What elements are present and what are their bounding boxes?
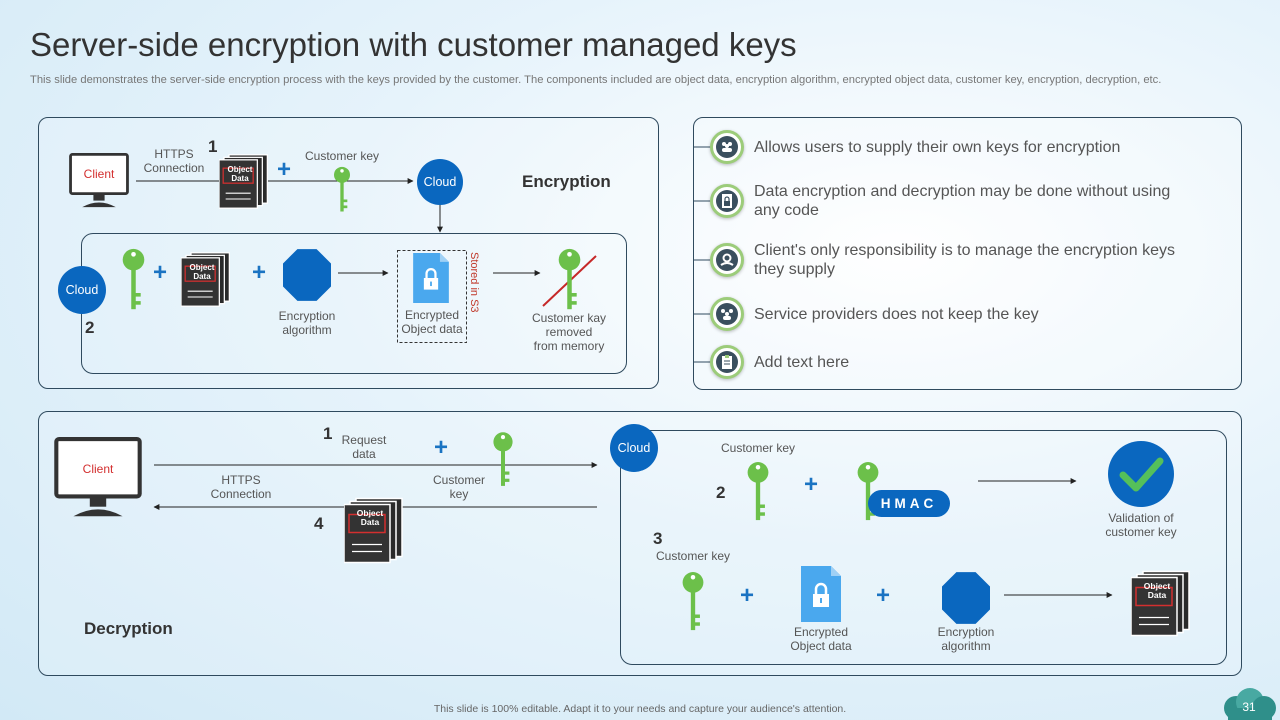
- bullet-item: Data encryption and decryption may be do…: [710, 183, 1190, 224]
- users-icon: [710, 130, 744, 164]
- dec-encrypted-doc-icon: [801, 566, 841, 622]
- bullet-item: Add text here: [710, 345, 1190, 379]
- dec-algorithm-octagon-icon: [942, 572, 990, 624]
- dec-object-data-out-label: Object Data: [1143, 581, 1171, 601]
- bullet-text: Service providers does not keep the key: [754, 306, 1039, 323]
- dec-object-data-label: Object Data: [356, 508, 384, 528]
- enc-step-2: 2: [85, 318, 95, 337]
- team-icon: [710, 297, 744, 331]
- footer-note: This slide is 100% editable. Adapt it to…: [433, 703, 847, 715]
- dec-plus-1: +: [434, 434, 449, 461]
- dec-algorithm-label: Encryption algorithm: [937, 625, 995, 654]
- dec-step-4: 4: [314, 514, 324, 533]
- enc-plus-3: +: [252, 259, 267, 286]
- enc-algorithm-label: Encryption algorithm: [278, 309, 336, 338]
- dec-step-1: 1: [323, 424, 333, 443]
- enc-https-label: HTTPS Connection: [143, 147, 205, 176]
- bullet-text: Client's only responsibility is to manag…: [754, 242, 1176, 279]
- enc-customer-key-label: Customer key: [305, 149, 380, 163]
- page-number: 31: [1242, 700, 1256, 714]
- dec-request-label: Request data: [341, 433, 387, 462]
- enc-cloud-top: Cloud: [417, 159, 463, 205]
- document-lock-icon: [710, 184, 744, 218]
- encryption-heading: Encryption: [522, 172, 611, 191]
- check-icon: [1108, 441, 1174, 507]
- dec-plus-4: +: [876, 582, 891, 609]
- bullet-text: Data encryption and decryption may be do…: [754, 183, 1171, 220]
- dec-object-data-out-stack-icon: [1131, 565, 1191, 642]
- dec-object-data-stack-icon: [344, 492, 404, 569]
- page-subtitle: This slide demonstrates the server-side …: [30, 74, 1162, 86]
- enc-key-removed-label: Customer kay removed from memory: [531, 311, 607, 354]
- dec-client-label: Client: [82, 462, 114, 476]
- bullet-text: Allows users to supply their own keys fo…: [754, 139, 1121, 156]
- enc-encrypted-doc-label: Encrypted Object data: [401, 308, 463, 337]
- benefits-panel: [693, 117, 1242, 390]
- enc-plus-2: +: [153, 259, 168, 286]
- dec-key-icon-4: [680, 571, 706, 632]
- bullet-text: Add text here: [754, 354, 850, 371]
- dec-plus-3: +: [740, 582, 755, 609]
- decryption-heading: Decryption: [84, 619, 173, 638]
- clipboard-icon: [710, 345, 744, 379]
- decryption-inner-box: [620, 430, 1227, 665]
- gear-hand-icon: [710, 243, 744, 277]
- bullet-item: Client's only responsibility is to manag…: [710, 242, 1190, 283]
- bullet-item: Service providers does not keep the key: [710, 297, 1190, 331]
- enc-cloud-left: Cloud: [58, 266, 106, 314]
- bullet-item: Allows users to supply their own keys fo…: [710, 130, 1190, 164]
- dec-key-icon-2: [745, 461, 771, 522]
- enc-object-data-label: Object Data: [227, 165, 253, 183]
- dec-encrypted-doc-label: Encrypted Object data: [790, 625, 852, 654]
- page-number-cloud-icon: [1224, 688, 1276, 720]
- dec-cloud: Cloud: [610, 424, 658, 472]
- dec-https-label: HTTPS Connection: [210, 473, 272, 502]
- dec-step-2: 2: [716, 483, 726, 502]
- dec-plus-2: +: [804, 471, 819, 498]
- dec-customer-key-top-label: Customer key: [721, 441, 796, 455]
- dec-step-3: 3: [653, 529, 663, 548]
- dec-validation-label: Validation of customer key: [1105, 511, 1177, 540]
- dec-customer-key-bottom-label: Customer key: [656, 549, 731, 563]
- dec-customer-key-left-label: Customer key: [432, 473, 485, 502]
- enc-object-data-label-2: Object Data: [189, 263, 215, 281]
- enc-stored-label: Stored in S3: [468, 252, 480, 313]
- dec-hmac-badge: HMAC: [868, 490, 950, 517]
- enc-encrypted-doc-frame: [397, 250, 467, 343]
- enc-plus-1: +: [277, 156, 292, 183]
- enc-step-1: 1: [208, 137, 218, 156]
- dec-client-monitor-icon: [52, 437, 144, 519]
- dec-key-icon-1: [491, 431, 515, 488]
- page-title: Server-side encryption with customer man…: [30, 26, 797, 63]
- enc-client-label: Client: [83, 167, 115, 181]
